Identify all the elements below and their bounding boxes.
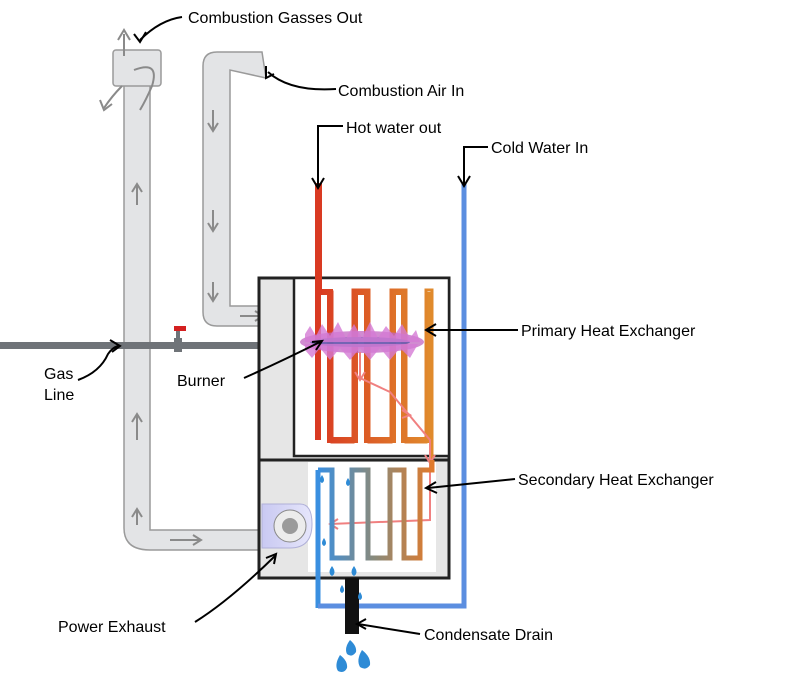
label-gas-line-2: Line <box>44 387 74 404</box>
label-burner: Burner <box>177 373 226 390</box>
label-primary-heat-exchanger: Primary Heat Exchanger <box>521 323 696 340</box>
secondary-heat-exchanger-coil <box>318 460 435 561</box>
hot-water-pipe <box>315 183 322 295</box>
label-condensate-drain: Condensate Drain <box>424 627 553 644</box>
flue-gas-path <box>328 352 436 530</box>
exhaust-flow-arrows <box>131 182 203 546</box>
gas-valve-handle <box>174 326 186 331</box>
air-intake-duct <box>202 51 269 327</box>
label-secondary-heat-exchanger: Secondary Heat Exchanger <box>518 472 714 489</box>
cold-water-pipe <box>318 183 467 609</box>
burner-flame <box>300 322 424 360</box>
label-combustion-air-in: Combustion Air In <box>338 83 464 100</box>
label-combustion-gasses-out: Combustion Gasses Out <box>188 10 363 27</box>
leader-lines <box>77 16 518 635</box>
label-power-exhaust: Power Exhaust <box>58 619 166 636</box>
power-exhaust-fan <box>261 503 313 549</box>
condensate-drain <box>320 475 371 672</box>
condensate-droplets <box>320 475 362 600</box>
primary-heat-exchanger-coil <box>315 289 431 443</box>
label-gas-line-1: Gas <box>44 366 73 383</box>
exhaust-stack <box>99 28 263 551</box>
label-hot-water-out: Hot water out <box>346 120 442 137</box>
label-cold-water-in: Cold Water In <box>491 140 588 157</box>
